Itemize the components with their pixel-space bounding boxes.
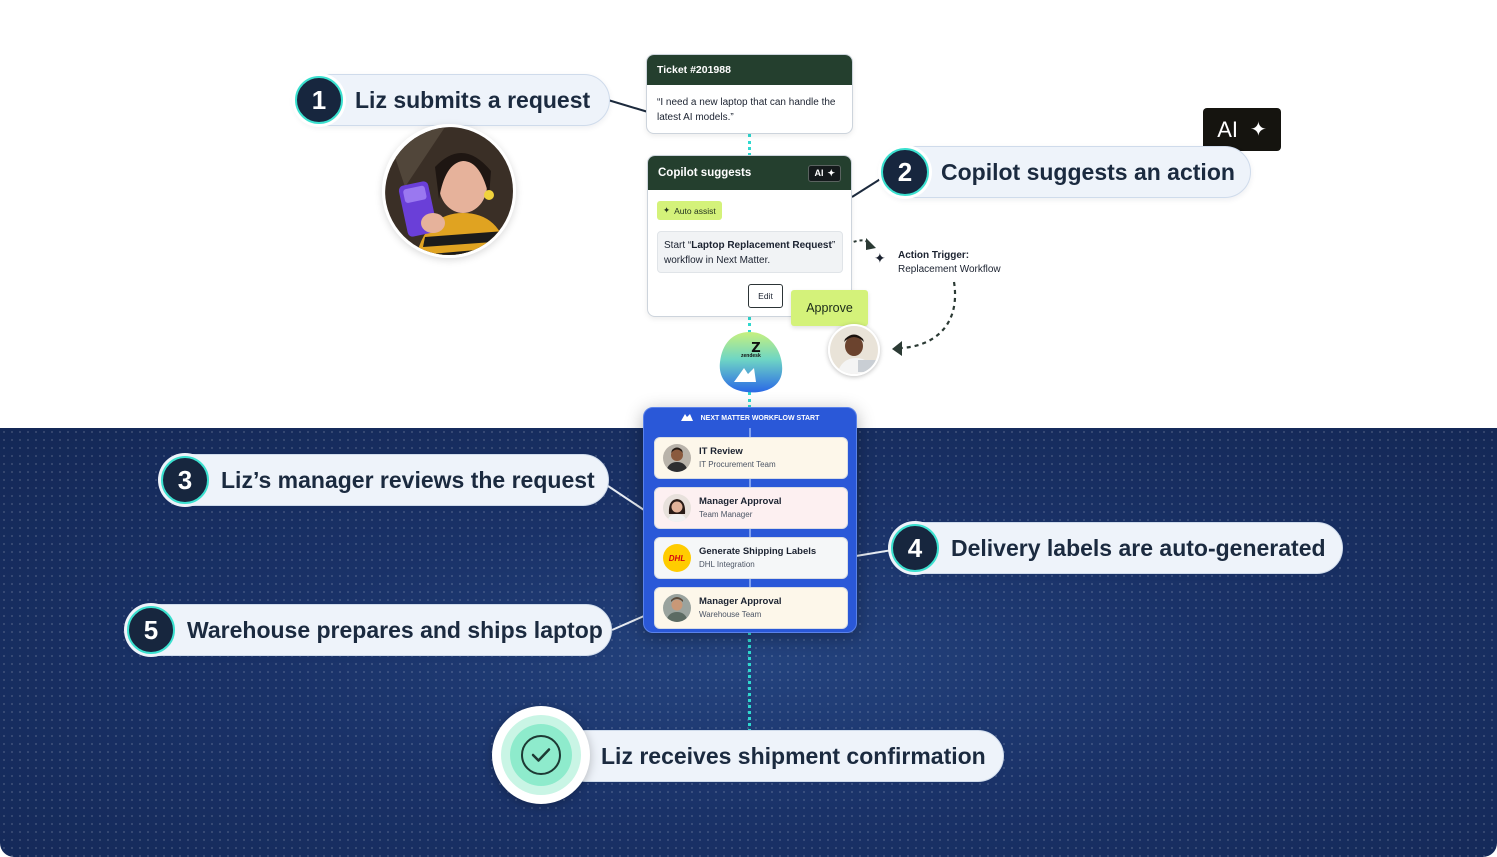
workflow-header-label: NEXT MATTER WORKFLOW START bbox=[700, 414, 820, 422]
connector-ticket-copilot bbox=[748, 134, 751, 156]
step-1-pill: 1 Liz submits a request bbox=[294, 74, 610, 126]
workflow-step-subtitle: IT Procurement Team bbox=[699, 460, 776, 469]
action-trigger-label: Action Trigger: bbox=[898, 250, 970, 261]
workflow-step-title: IT Review bbox=[699, 446, 743, 457]
copilot-ai-badge: AI ✦ bbox=[808, 164, 841, 182]
sparkle-icon: ✦ bbox=[1250, 119, 1267, 141]
svg-text:Z: Z bbox=[751, 341, 760, 356]
sparkle-icon: ✦ bbox=[827, 167, 835, 178]
ticket-body: “I need a new laptop that can handle the… bbox=[657, 97, 836, 123]
step-2-pill: 2 Copilot suggests an action bbox=[880, 146, 1251, 198]
step-4-pill: 4 Delivery labels are auto-generated bbox=[890, 522, 1343, 574]
dhl-logo-icon: DHL bbox=[663, 544, 691, 572]
connector-workflow-final bbox=[748, 632, 751, 732]
step-5-pill: 5 Warehouse prepares and ships laptop bbox=[126, 604, 612, 656]
check-circle-icon bbox=[521, 735, 561, 775]
workflow-step-title: Manager Approval bbox=[699, 596, 782, 607]
suggestion-workflow-name: Laptop Replacement Request bbox=[691, 240, 832, 251]
step-2-number: 2 bbox=[881, 148, 929, 196]
workflow-card: NEXT MATTER WORKFLOW START IT Review IT … bbox=[643, 407, 857, 633]
copilot-title: Copilot suggests bbox=[658, 167, 752, 179]
team-manager-avatar bbox=[663, 494, 691, 522]
step-1-label: Liz submits a request bbox=[355, 86, 591, 113]
workflow-step-manager-approval[interactable]: Manager Approval Team Manager bbox=[654, 487, 848, 529]
step-5-number: 5 bbox=[127, 606, 175, 654]
ai-tag: AI ✦ bbox=[1203, 108, 1281, 151]
workflow-step-subtitle: DHL Integration bbox=[699, 560, 755, 569]
step-4-label: Delivery labels are auto-generated bbox=[951, 534, 1326, 561]
zendesk-label: zendesk bbox=[741, 353, 761, 359]
workflow-step-shipping-labels[interactable]: DHL Generate Shipping Labels DHL Integra… bbox=[654, 537, 848, 579]
sparkle-icon: ✦ bbox=[874, 250, 886, 266]
sparkle-icon: ✦ bbox=[663, 205, 671, 215]
step-3-label: Liz’s manager reviews the request bbox=[221, 466, 595, 493]
approve-button[interactable]: Approve bbox=[791, 290, 868, 326]
ticket-title: Ticket #201988 bbox=[647, 55, 852, 85]
step-2-label: Copilot suggests an action bbox=[941, 158, 1235, 185]
auto-assist-label: Auto assist bbox=[674, 205, 716, 216]
manager-avatar bbox=[828, 324, 880, 376]
connector-copilot-zendesk bbox=[748, 316, 751, 334]
step-3-pill: 3 Liz’s manager reviews the request bbox=[160, 454, 609, 506]
copilot-ai-label: AI bbox=[814, 168, 824, 178]
warehouse-manager-avatar bbox=[663, 594, 691, 622]
confirmation-badge bbox=[492, 706, 590, 804]
final-confirmation-label: Liz receives shipment confirmation bbox=[601, 742, 986, 769]
step-1-number: 1 bbox=[295, 76, 343, 124]
workflow-step-subtitle: Warehouse Team bbox=[699, 610, 762, 619]
zendesk-nextmatter-blob: Z zendesk bbox=[716, 330, 784, 394]
workflow-step-it-review[interactable]: IT Review IT Procurement Team bbox=[654, 437, 848, 479]
step-3-number: 3 bbox=[161, 456, 209, 504]
action-trigger: ✦ Action Trigger: Replacement Workflow bbox=[874, 249, 1034, 277]
workflow-step-title: Generate Shipping Labels bbox=[699, 546, 817, 557]
it-reviewer-avatar bbox=[663, 444, 691, 472]
suggestion-prefix: Start “ bbox=[664, 240, 692, 251]
workflow-step-title: Manager Approval bbox=[699, 496, 782, 507]
workflow-step-subtitle: Team Manager bbox=[699, 510, 753, 519]
workflow-header: NEXT MATTER WORKFLOW START bbox=[644, 408, 856, 428]
action-trigger-value: Replacement Workflow bbox=[898, 264, 1001, 275]
workflow-step-warehouse-approval[interactable]: Manager Approval Warehouse Team bbox=[654, 587, 848, 629]
suggestion-box: Start “Laptop Replacement Request” workf… bbox=[657, 231, 843, 273]
final-confirmation-pill: Liz receives shipment confirmation bbox=[560, 730, 1004, 782]
dhl-logo-text: DHL bbox=[668, 553, 686, 563]
liz-avatar bbox=[382, 124, 516, 258]
ai-tag-label: AI bbox=[1217, 116, 1239, 142]
suggestion-suffix: ” workflow in Next Matter. bbox=[664, 240, 836, 266]
auto-assist-tag: ✦ Auto assist bbox=[657, 201, 722, 220]
edit-button[interactable]: Edit bbox=[748, 284, 783, 308]
ticket-card: Ticket #201988 “I need a new laptop that… bbox=[646, 54, 853, 134]
next-matter-logo-icon bbox=[680, 413, 693, 423]
connector-zendesk-workflow bbox=[748, 392, 751, 408]
step-5-label: Warehouse prepares and ships laptop bbox=[187, 616, 603, 643]
step-4-number: 4 bbox=[891, 524, 939, 572]
